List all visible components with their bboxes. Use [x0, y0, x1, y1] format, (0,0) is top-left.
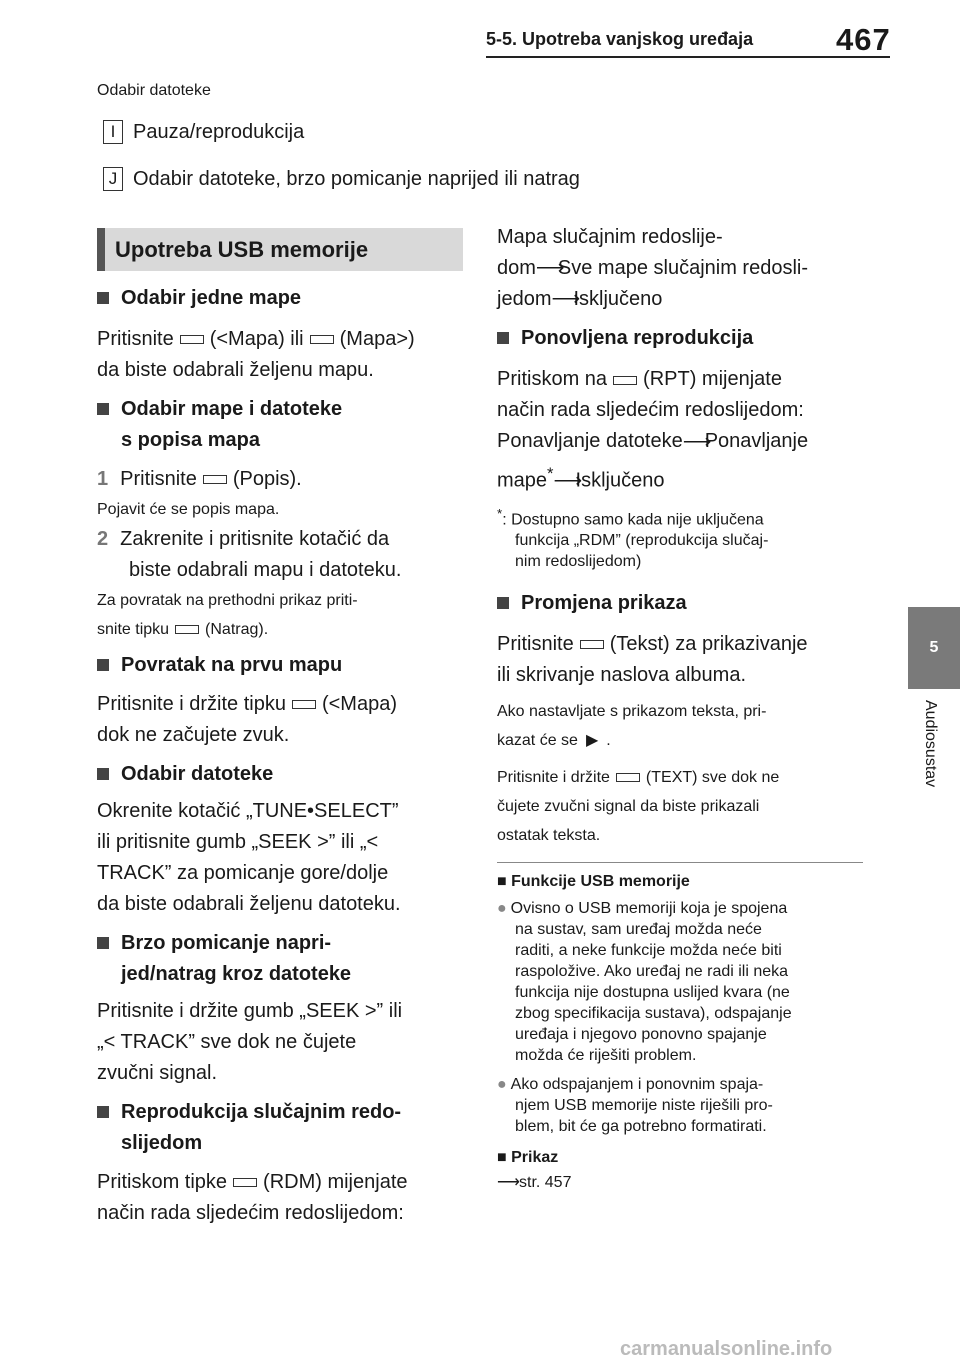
paragraph: Pritiskom na(RPT) mijenjate: [497, 368, 782, 391]
label-key: J: [103, 167, 123, 191]
paragraph: dom⟶Sve mape slučajnim redosli-: [497, 253, 863, 284]
heading-select-file: Odabir datoteke: [97, 759, 463, 790]
note: čujete zvučni signal da biste prikazali: [497, 797, 760, 815]
info-heading: ■ Funkcije USB memorije: [497, 872, 690, 890]
note: Pritisnite i držite(TEXT) sve dok ne: [497, 768, 780, 786]
paragraph: da biste odabrali željenu mapu.: [97, 359, 374, 381]
paragraph: ili skrivanje naslova albuma.: [497, 663, 747, 686]
paragraph: ili pritisnite gumb „SEEK >” ili „<: [97, 831, 379, 853]
button-icon: [179, 335, 204, 345]
paragraph: da biste odabrali željenu datoteku.: [97, 893, 401, 915]
section-title: Upotreba USB memorije: [97, 228, 463, 271]
play-arrow-icon: ▶: [585, 731, 599, 749]
step-note: Pojavit će se popis mapa.: [97, 501, 280, 518]
square-icon: ■: [497, 872, 512, 890]
paragraph: Pritiskom tipke(RDM) mijenjate: [97, 1171, 408, 1193]
label-row-i: I Pauza/reprodukcija: [103, 120, 304, 144]
button-icon: [175, 625, 200, 635]
paragraph: način rada sljedećim redoslijedom:: [97, 1202, 404, 1224]
footnote: *: Dostupno samo kada nije uključena fun…: [497, 505, 769, 570]
bullet-1: ●Ovisno o USB memoriji koja je spojena n…: [497, 899, 792, 1064]
intro-text: Odabir datoteke: [97, 82, 211, 99]
paragraph: Ponavljanje datoteke⟶Ponavljanje: [497, 426, 863, 457]
paragraph: jedom⟶Isključeno: [497, 284, 863, 315]
bullet-icon: ●: [497, 899, 507, 917]
bullet-2: ●Ako odspajanjem i ponovnim spaja- njem …: [497, 1075, 773, 1135]
paragraph: Pritisnite(<Mapa) ili(Mapa>): [97, 328, 415, 350]
paragraph: Pritisnite i držite tipku(<Mapa): [97, 693, 397, 715]
paragraph: „< TRACK” sve dok ne čujete: [97, 1031, 357, 1053]
paragraph: Pritisnite(Tekst) za prikazivanje: [497, 632, 808, 655]
heading-return: Povratak na prvu mapu: [97, 650, 463, 681]
arrow-icon: ⟶: [553, 469, 583, 492]
arrow-icon: ⟶: [551, 288, 581, 311]
note: ostatak teksta.: [497, 826, 601, 844]
paragraph: mape*⟶Isključeno: [497, 458, 863, 497]
note: Ako nastavljate s prikazom teksta, pri-: [497, 702, 767, 720]
section-header: 5-5. Upotreba vanjskog uređaja: [486, 29, 754, 49]
chapter-side-label: Audiosustav: [922, 700, 939, 788]
heading-random: Reprodukcija slučajnim redo-slijedom: [97, 1097, 463, 1159]
button-icon: [579, 640, 604, 650]
step-note: Za povratak na prethodni prikaz priti-: [97, 592, 358, 609]
button-icon: [613, 375, 638, 385]
button-icon: [202, 475, 227, 485]
button-icon: [291, 700, 316, 710]
header-divider: [486, 56, 890, 58]
paragraph: način rada sljedećim redoslijedom:: [497, 399, 804, 422]
step-2-cont: biste odabrali mapu i datoteku.: [129, 559, 402, 581]
label-text: Odabir datoteke, brzo pomicanje naprijed…: [133, 167, 580, 190]
label-row-j: J Odabir datoteke, brzo pomicanje naprij…: [103, 167, 580, 191]
paragraph: zvučni signal.: [97, 1062, 218, 1084]
bullet-icon: ●: [497, 1075, 507, 1093]
arrow-icon: ⟶: [535, 257, 565, 280]
watermark: carmanualsonline.info: [620, 1338, 833, 1360]
button-icon: [615, 773, 640, 783]
label-key: I: [103, 120, 123, 144]
arrow-icon: ⟶: [682, 430, 712, 453]
paragraph: Mapa slučajnim redoslije-: [497, 226, 723, 248]
heading-display: Promjena prikaza: [497, 588, 863, 619]
button-icon: [233, 1178, 258, 1188]
heading-select-folder: Odabir jedne mape: [97, 283, 463, 314]
paragraph: Pritisnite i držite gumb „SEEK >” ili: [97, 1000, 403, 1022]
label-text: Pauza/reprodukcija: [133, 120, 305, 143]
arrow-icon: ⟶: [497, 1174, 520, 1192]
paragraph: TRACK” za pomicanje gore/dolje: [97, 862, 389, 884]
left-column: Upotreba USB memorije Odabir jedne mape …: [97, 228, 463, 1229]
paragraph: Okrenite kotačić „TUNE•SELECT”: [97, 800, 399, 822]
chapter-tab: 5: [908, 607, 960, 689]
heading-repeat: Ponovljena reprodukcija: [497, 323, 863, 354]
info-heading: ■ Prikaz: [497, 1148, 559, 1166]
heading-fast-seek: Brzo pomicanje napri-jed/natrag kroz dat…: [97, 928, 463, 990]
right-column: Mapa slučajnim redoslije- dom⟶Sve mape s…: [497, 222, 863, 1193]
page-number: 467: [836, 22, 891, 57]
step-note: snite tipku(Natrag).: [97, 621, 269, 638]
square-icon: ■: [497, 1148, 512, 1166]
note: kazat će se▶.: [497, 731, 611, 749]
paragraph: dok ne začujete zvuk.: [97, 724, 290, 746]
button-icon: [309, 335, 334, 345]
page-reference[interactable]: ⟶str. 457: [497, 1173, 572, 1192]
